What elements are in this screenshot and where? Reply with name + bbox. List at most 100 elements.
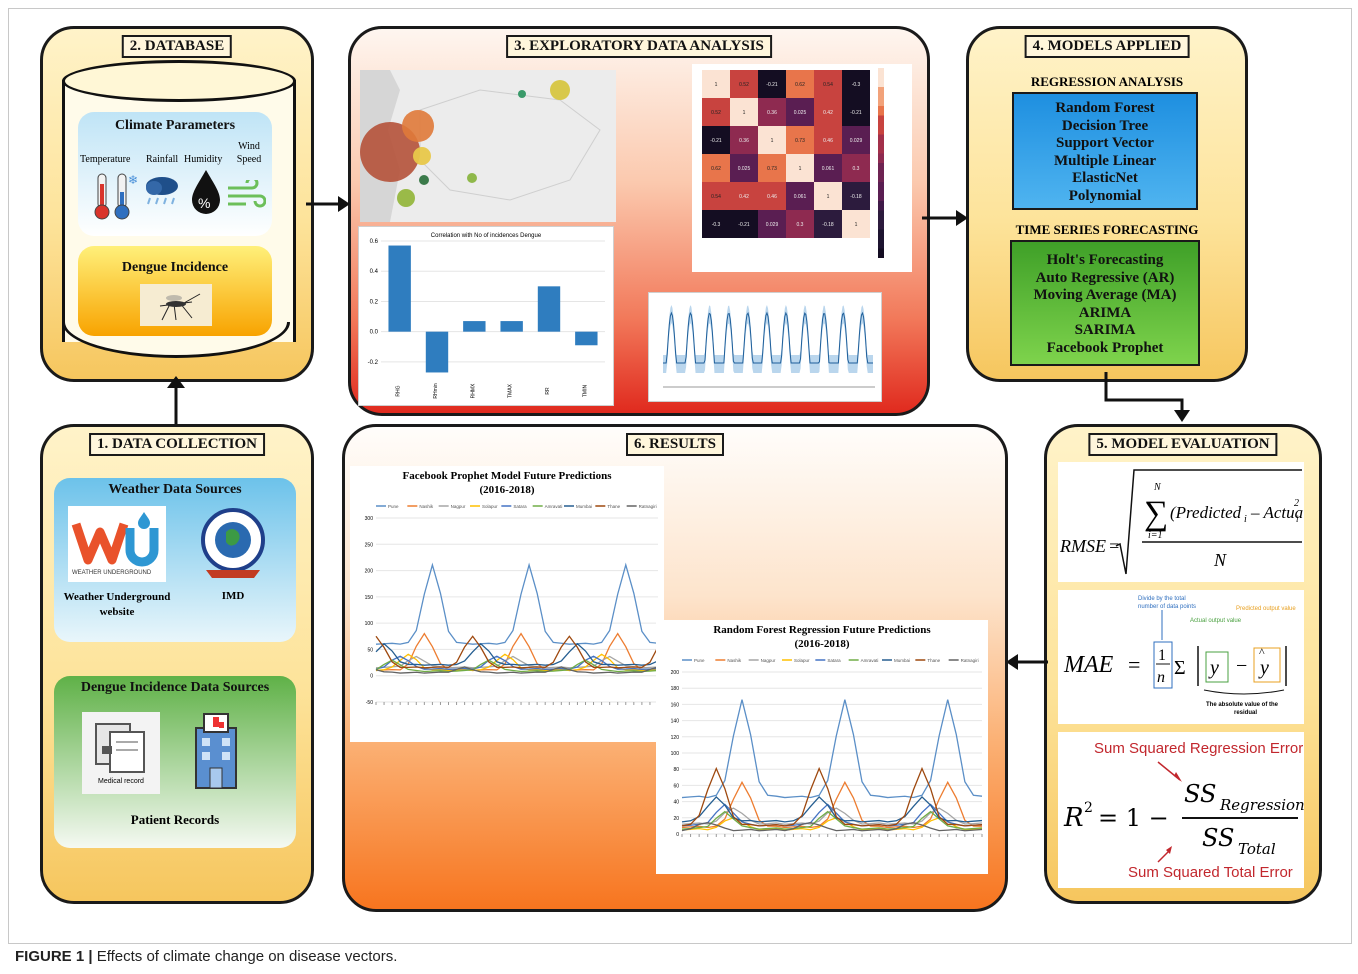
heatmap-colorbar <box>878 182 884 192</box>
dengue-sources-title: Dengue Incidence Data Sources <box>80 680 270 695</box>
patient-records-label: Patient Records <box>130 812 220 827</box>
svg-text:Divide by the total: Divide by the total <box>1138 596 1186 602</box>
heatmap-cell <box>786 98 814 126</box>
corr-xtick: RHmin <box>433 383 439 398</box>
heatmap-colorbar <box>878 77 884 87</box>
svg-text:SS: SS <box>1202 824 1234 852</box>
heatmap-value: 1 <box>715 82 718 88</box>
svg-text:^: ^ <box>1259 645 1265 659</box>
evaluation-title: 5. MODEL EVALUATION <box>1088 433 1278 456</box>
svg-text:i: i <box>1244 514 1247 525</box>
corr-ytick: 0.0 <box>370 330 379 336</box>
heatmap-colorbar <box>878 68 884 78</box>
svg-text:residual: residual <box>1234 710 1257 716</box>
ytick-label: 180 <box>671 686 680 692</box>
heatmap-value: -0.18 <box>850 194 862 200</box>
heatmap-cell <box>786 154 814 182</box>
heatmap-cell <box>702 154 730 182</box>
svg-text:Actual output value: Actual output value <box>1190 618 1242 624</box>
mae-formula: Divide by the total number of data point… <box>1058 590 1304 724</box>
hospital-icon <box>195 713 237 789</box>
series-line-amravati <box>375 659 659 673</box>
svg-text:Predicted output value: Predicted output value <box>1236 606 1296 612</box>
corr-bar <box>388 245 411 332</box>
heatmap-value: 0.36 <box>739 138 749 144</box>
corr-ytick: 0.4 <box>370 269 379 275</box>
heatmap-value: 0.46 <box>767 194 777 200</box>
svg-text:−: − <box>1236 655 1247 677</box>
heatmap-cell <box>758 70 786 98</box>
corr-bar <box>425 331 449 373</box>
legend-label: Satara <box>827 658 841 663</box>
svg-text:=: = <box>1128 652 1140 677</box>
heatmap-value: 0.52 <box>711 110 721 116</box>
r2-total-error-label: Sum Squared Total Error <box>1128 864 1293 881</box>
regression-box: Random Forest Decision Tree Support Vect… <box>1012 92 1198 210</box>
heatmap-value: 0.73 <box>767 166 777 172</box>
ytick-label: 40 <box>673 800 679 806</box>
heatmap-cell <box>730 126 758 154</box>
model-arima: ARIMA <box>1078 304 1132 321</box>
medical-record-image: Medical record <box>82 712 160 794</box>
eda-title: 3. EXPLORATORY DATA ANALYSIS <box>506 35 772 58</box>
heatmap-colorbar <box>878 172 884 182</box>
ytick-label: 20 <box>673 816 679 822</box>
heatmap-value: 0.42 <box>739 194 749 200</box>
heatmap-value: -0.21 <box>738 222 750 228</box>
param-wind-speed: Wind Speed <box>236 141 262 165</box>
r2-formula: Sum Squared Regression Error R 2 = 1 − S… <box>1058 732 1304 888</box>
series-line-mumbai <box>681 795 983 823</box>
corr-ytick: 0.6 <box>370 239 379 245</box>
rain-cloud-icon <box>146 177 178 205</box>
rf-chart-subtitle: (2016-2018) <box>794 638 850 650</box>
heatmap-value: 0.025 <box>794 110 807 116</box>
wind-icon <box>228 180 266 208</box>
heatmap-cell <box>758 126 786 154</box>
legend-label: Nashik <box>727 658 742 663</box>
ytick-label: 160 <box>671 702 680 708</box>
svg-text:= 1 −: = 1 − <box>1098 804 1169 832</box>
legend-label: Solapur <box>794 658 810 663</box>
svg-text:2: 2 <box>1294 498 1299 509</box>
climate-parameters-card: Climate Parameters Temperature Rainfall … <box>78 112 272 236</box>
corr-xtick: RR <box>545 387 551 395</box>
regression-title: REGRESSION ANALYSIS <box>1030 74 1184 89</box>
heatmap-value: 0.46 <box>823 138 833 144</box>
legend-label: Nagpur <box>761 658 776 663</box>
svg-text:N: N <box>1153 482 1162 493</box>
heatmap-cell <box>730 98 758 126</box>
corr-chart-title: Correlation with No of incidences Dengue <box>431 233 542 239</box>
legend-label: Solapur <box>482 504 498 509</box>
heatmap-cell <box>814 210 842 238</box>
heatmap-cell <box>814 154 842 182</box>
ytick-label: 100 <box>671 751 680 757</box>
heatmap-value: 0.54 <box>823 82 833 88</box>
svg-text:Total: Total <box>1238 840 1276 858</box>
corr-bar <box>500 321 523 332</box>
rf-chart-title: Random Forest Regression Future Predicti… <box>713 624 931 636</box>
legend-label: Thane <box>927 658 940 663</box>
model-ar: Auto Regressive (AR) <box>1035 269 1175 286</box>
heatmap-colorbar <box>878 134 884 144</box>
svg-text:n: n <box>1157 669 1165 686</box>
heatmap-value: 1 <box>827 194 830 200</box>
heatmap-cell <box>702 70 730 98</box>
legend-label: Pune <box>694 658 705 663</box>
caption-text: Effects of climate change on disease vec… <box>96 948 398 965</box>
ytick-label: 60 <box>673 783 679 789</box>
heatmap-value: -0.21 <box>850 110 862 116</box>
series-line-nagpur <box>375 655 659 669</box>
weather-sources-title: Weather Data Sources <box>108 482 242 497</box>
heatmap-value: -0.21 <box>766 82 778 88</box>
legend-label: Nagpur <box>451 504 466 509</box>
timeseries-box: Holt's Forecasting Auto Regressive (AR) … <box>1010 240 1200 366</box>
heatmap-cell <box>842 154 870 182</box>
heatmap-value: 0.061 <box>822 166 835 172</box>
svg-text:=: = <box>1108 536 1120 556</box>
r2-regression-error-label: Sum Squared Regression Error <box>1094 740 1304 757</box>
series-line-amravati <box>681 810 983 830</box>
ytick-label: 200 <box>671 670 680 676</box>
heatmap-colorbar <box>878 201 884 211</box>
heatmap-value: 0.36 <box>767 110 777 116</box>
